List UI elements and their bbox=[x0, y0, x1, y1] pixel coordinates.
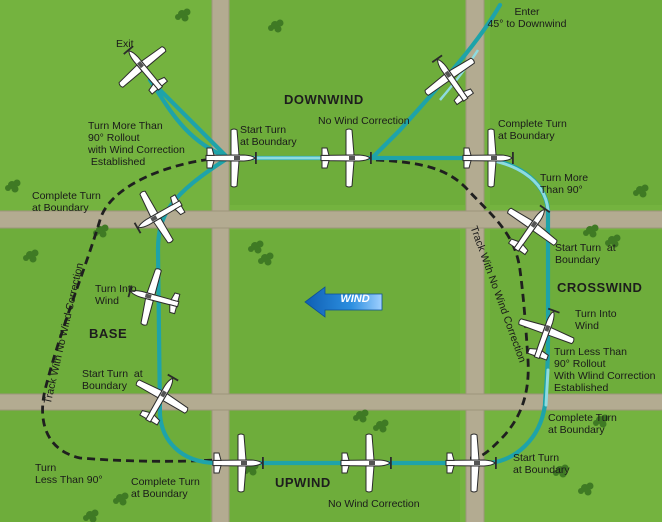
entry-track-path bbox=[369, 2, 503, 161]
label-enter: Enter 45° to Downwind bbox=[487, 6, 567, 30]
label-complete-turn-top-right: Complete Turn at Boundary bbox=[498, 118, 567, 142]
tree-icon bbox=[553, 464, 569, 478]
label-complete-turn-bottom-right: Complete Turn at Boundary bbox=[548, 412, 617, 436]
tree-icon bbox=[578, 482, 594, 496]
leg-label-downwind: DOWNWIND bbox=[284, 92, 364, 107]
road bbox=[212, 0, 229, 522]
label-turn-less-than-90: Turn Less Than 90° bbox=[35, 462, 103, 486]
tree-icon bbox=[633, 184, 649, 198]
tree-icon bbox=[583, 224, 599, 238]
tree-icon bbox=[373, 419, 389, 433]
road bbox=[0, 394, 662, 410]
label-complete-turn-bottom-left: Complete Turn at Boundary bbox=[131, 476, 200, 500]
wind-arrow-icon bbox=[304, 286, 383, 318]
label-turn-less-rollout: Turn Less Than 90° Rollout With Wlind Co… bbox=[554, 346, 656, 394]
leg-label-crosswind: CROSSWIND bbox=[557, 280, 643, 295]
tree-icon bbox=[83, 509, 99, 522]
road bbox=[466, 0, 484, 522]
trees bbox=[5, 8, 649, 522]
entry-track-highlight bbox=[439, 49, 480, 101]
label-no-wind-correction-top: No Wind Correction bbox=[318, 115, 410, 127]
label-turn-into-wind-right: Turn Into Wind bbox=[575, 308, 617, 332]
tree-icon bbox=[23, 249, 39, 263]
label-turn-more-than-90: Turn More Than 90° bbox=[540, 172, 589, 196]
tree-icon bbox=[593, 414, 609, 428]
label-start-turn-bottom-right: Start Turn at Boundary bbox=[513, 452, 570, 476]
label-turn-into-wind-left: Turn Into Wind bbox=[95, 283, 137, 307]
label-start-turn-boundary-top: Start Turn at Boundary bbox=[240, 124, 297, 148]
tree-icon bbox=[175, 8, 191, 22]
tree-icon bbox=[258, 252, 274, 266]
label-complete-turn-left: Complete Turn at Boundary bbox=[32, 190, 101, 214]
tree-icon bbox=[5, 179, 21, 193]
label-start-turn-right: Start Turn at Boundary bbox=[555, 242, 616, 266]
wind-label: WIND bbox=[340, 293, 370, 305]
label-start-turn-left: Start Turn at Boundary bbox=[82, 368, 143, 392]
tree-icon bbox=[605, 234, 621, 248]
field-patch bbox=[0, 410, 210, 522]
tree-icon bbox=[268, 19, 284, 33]
tree-icon bbox=[248, 240, 264, 254]
tree-icon bbox=[353, 409, 369, 423]
label-no-wind-correction-bottom: No Wind Correction bbox=[328, 498, 420, 510]
leg-label-upwind: UPWIND bbox=[275, 475, 331, 490]
label-exit: Exit bbox=[116, 38, 134, 50]
label-turn-more-rollout: Turn More Than 90° Rollout with Wind Cor… bbox=[88, 120, 185, 168]
no-correction-track-path bbox=[41, 156, 530, 463]
leg-label-base: BASE bbox=[89, 326, 128, 341]
tree-icon bbox=[113, 492, 129, 506]
